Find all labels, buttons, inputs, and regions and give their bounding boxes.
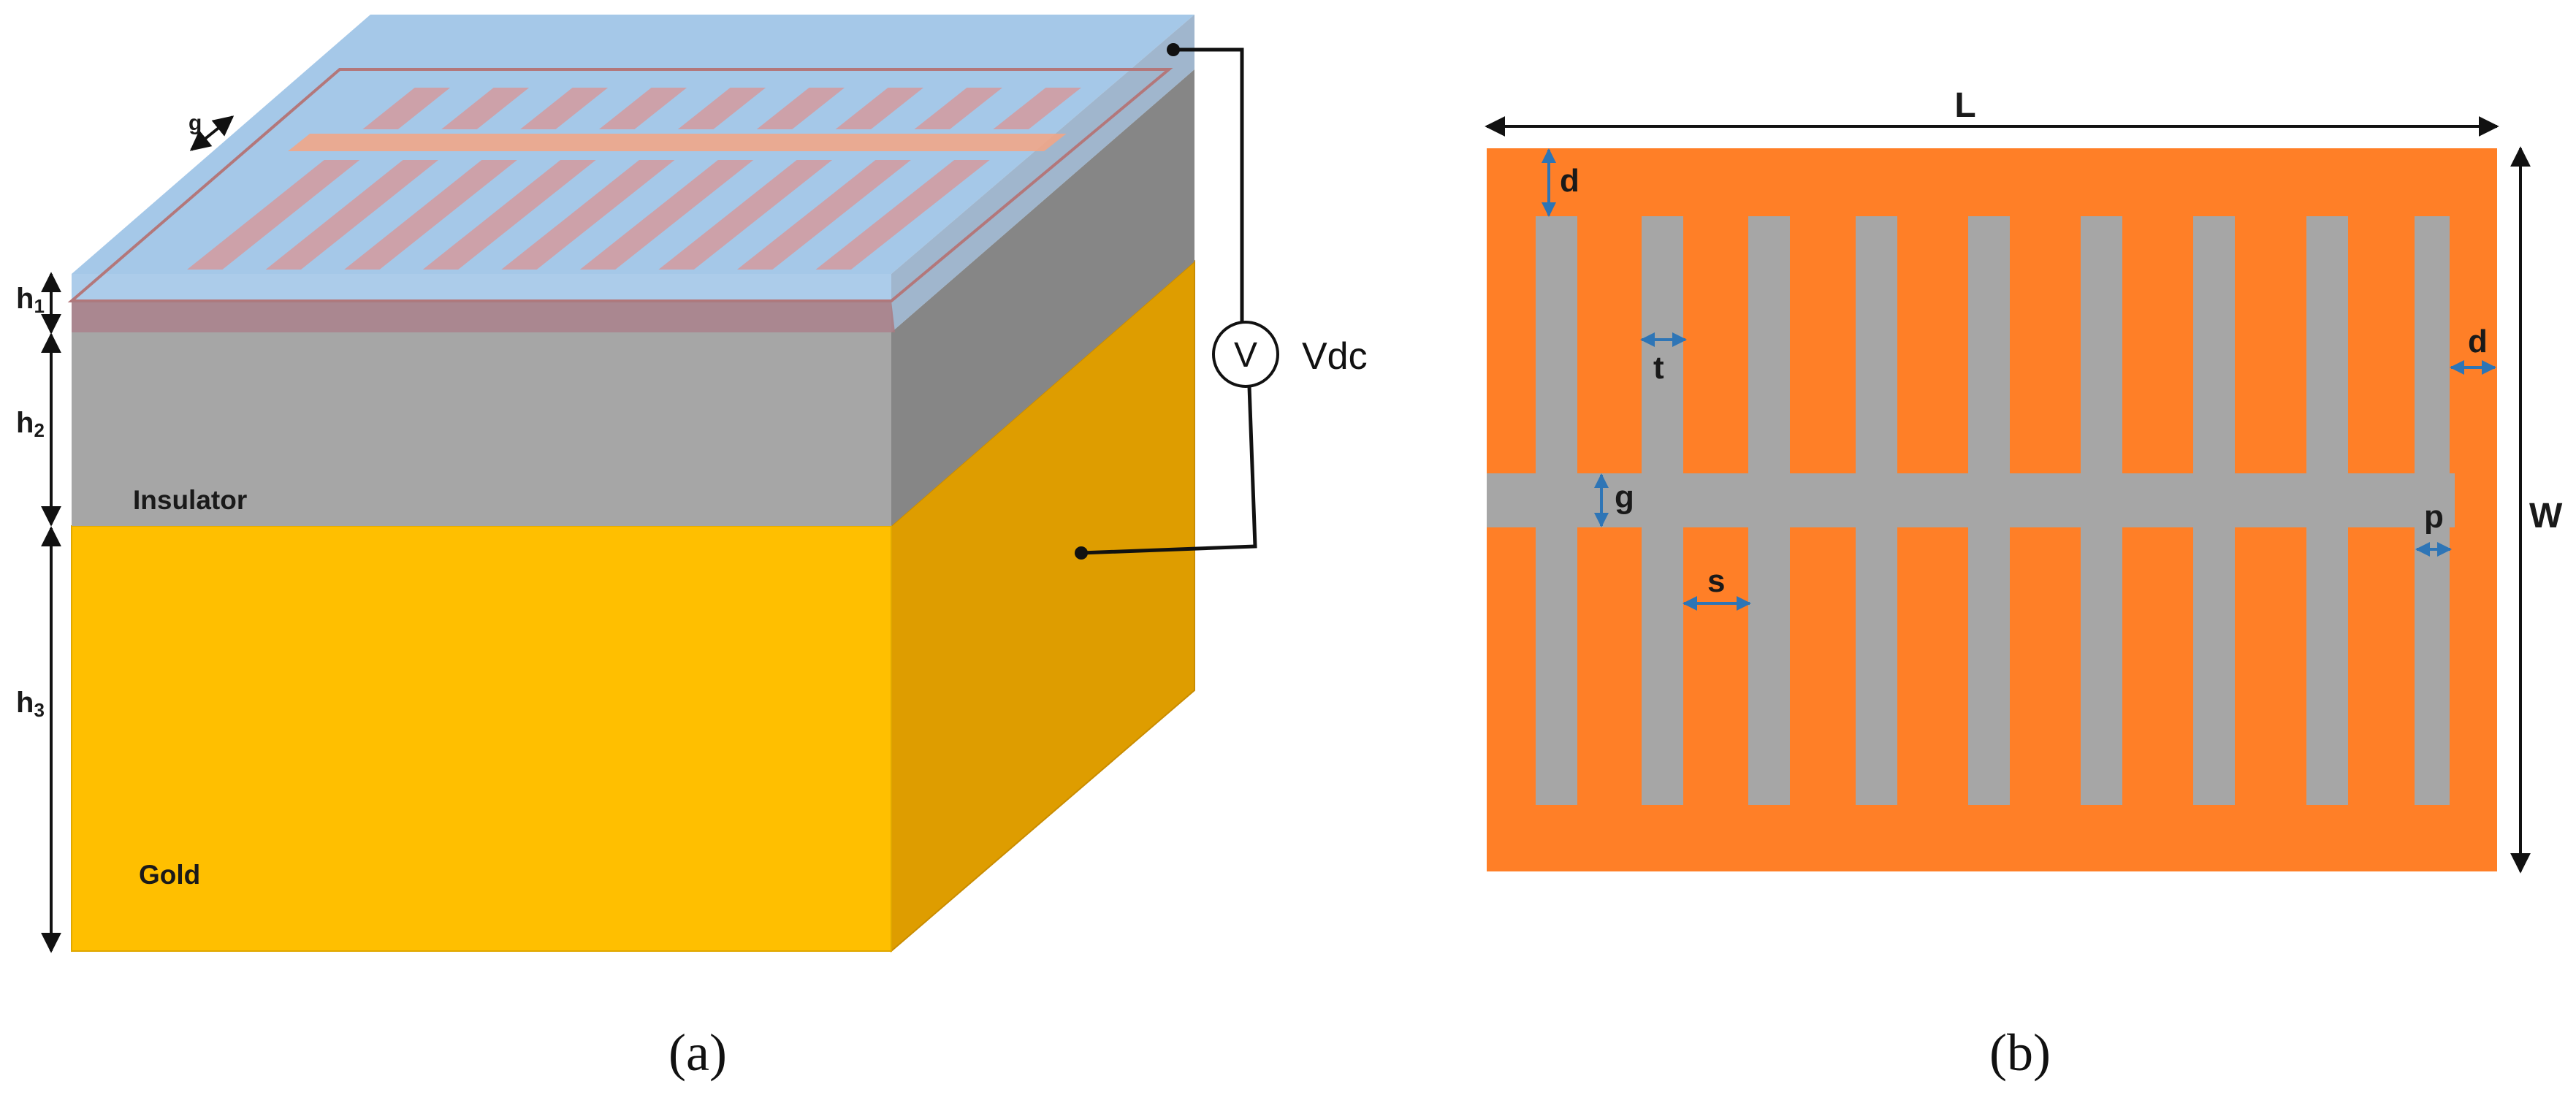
electrode-finger-back-1 (362, 88, 451, 129)
label-gold: Gold (139, 860, 200, 890)
terminal-top (1167, 43, 1180, 56)
electrode-pattern (187, 88, 1082, 270)
electrode-finger-front-1 (187, 160, 360, 270)
finger-top-1 (1536, 216, 1577, 473)
terminal-bottom (1075, 546, 1088, 560)
finger-bottom-2 (1642, 527, 1683, 805)
finger-bottom-7 (2193, 527, 2235, 805)
finger-top-7 (2193, 216, 2235, 473)
finger-top-8 (2306, 216, 2348, 473)
voltmeter-label: V (1234, 336, 1257, 375)
finger-bottom-8 (2306, 527, 2348, 805)
finger-bottom-4 (1856, 527, 1897, 805)
finger-bottom-5 (1968, 527, 2010, 805)
electrode-finger-front-4 (422, 160, 596, 270)
finger-top-4 (1856, 216, 1897, 473)
electrode-outer-strip (72, 301, 895, 332)
insulator-side-face (891, 69, 1194, 526)
insulator-front-face (72, 332, 891, 526)
electrode-finger-front-8 (736, 160, 911, 270)
label-h1: h1 (16, 283, 45, 317)
central-bus-bar (1487, 473, 2455, 527)
label-g-top: g (188, 111, 202, 135)
label-s: s (1707, 563, 1725, 599)
electrode-finger-front-7 (658, 160, 833, 270)
caption-a: (a) (668, 1023, 727, 1082)
label-p: p (2424, 499, 2444, 535)
electrode-finger-back-3 (520, 88, 609, 129)
electrode-finger-front-5 (501, 160, 675, 270)
g-gap-arrow (189, 115, 235, 151)
electrode-finger-back-5 (677, 88, 766, 129)
label-g-b: g (1615, 479, 1634, 515)
electrode-finger-front-6 (579, 160, 754, 270)
circuit-wire-bottom (1081, 386, 1257, 555)
label-d-top: d (1560, 163, 1579, 199)
label-t: t (1653, 350, 1664, 386)
label-h3: h3 (16, 687, 45, 721)
finger-top-5 (1968, 216, 2010, 473)
finger-bottom-3 (1748, 527, 1790, 805)
finger-bottom-9 (2415, 527, 2450, 805)
label-insulator: Insulator (133, 485, 247, 515)
label-d-right: d (2468, 324, 2488, 359)
label-W: W (2529, 497, 2563, 535)
electrode-finger-back-7 (835, 88, 924, 129)
circuit-wire-top (1173, 47, 1244, 325)
finger-top-3 (1748, 216, 1790, 473)
electrode-finger-back-8 (914, 88, 1003, 129)
finger-top-6 (2081, 216, 2122, 473)
caption-b: (b) (1989, 1023, 2051, 1082)
gold-front-face (71, 525, 892, 952)
finger-top-2 (1642, 216, 1683, 473)
finger-bottom-1 (1536, 527, 1577, 805)
electrode-finger-back-4 (598, 88, 687, 129)
voltmeter-symbol (1212, 321, 1279, 388)
electrode-finger-back-6 (756, 88, 845, 129)
electrode-finger-back-9 (993, 88, 1082, 129)
label-L: L (1954, 86, 1975, 125)
label-h2: h2 (16, 407, 45, 441)
finger-bottom-6 (2081, 527, 2122, 805)
finger-top-9 (2415, 216, 2450, 473)
electrode-finger-back-2 (441, 88, 530, 129)
electrode-finger-front-2 (265, 160, 439, 270)
electrode-bus-bar (288, 134, 1067, 151)
vdc-label: Vdc (1302, 335, 1368, 378)
panel-a: g h1 h2 h3 Insulator Gold V Vdc (a) (16, 15, 1368, 1082)
electrode-finger-front-3 (344, 160, 517, 270)
panel-b: L W d t g s d p (b) (1485, 86, 2563, 1082)
electrode-finger-front-9 (815, 160, 990, 270)
